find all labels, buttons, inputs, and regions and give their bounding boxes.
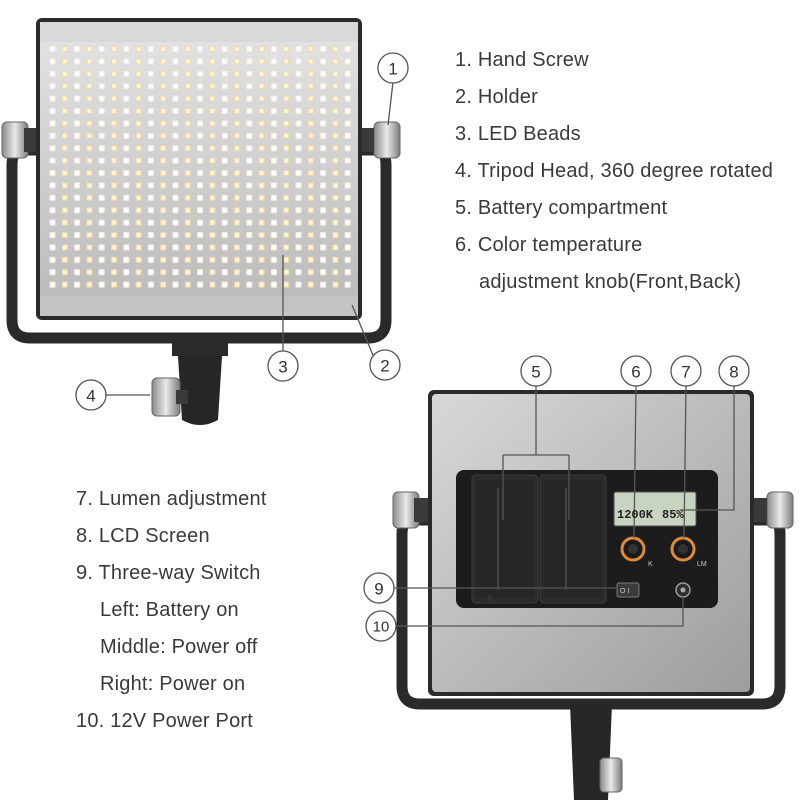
callout-10: 10 xyxy=(373,619,390,636)
legend-color-temp-cont: adjustment knob(Front,Back) xyxy=(479,271,742,293)
callout-7: 7 xyxy=(681,363,690,382)
legend-lcd-screen: 8. LCD Screen xyxy=(76,525,210,547)
callout-1: 1 xyxy=(388,60,397,79)
legend-switch-left: Left: Battery on xyxy=(100,599,239,621)
callout-3: 3 xyxy=(278,358,287,377)
legend-switch-middle: Middle: Power off xyxy=(100,636,258,658)
hand-screw-right xyxy=(373,121,401,159)
legend-power-port: 10. 12V Power Port xyxy=(76,710,254,732)
legend-hand-screw: 1. Hand Screw xyxy=(455,49,589,71)
hand-screw-back-right xyxy=(766,491,794,529)
callout-2: 2 xyxy=(380,357,389,376)
legend-tripod-head: 4. Tripod Head, 360 degree rotated xyxy=(455,160,774,182)
callout-8: 8 xyxy=(729,363,738,382)
switch-label: O I xyxy=(620,588,629,595)
callout-6: 6 xyxy=(631,363,640,382)
leader-lines xyxy=(106,81,735,627)
tripod-knob-front xyxy=(151,377,181,417)
tripod-mount-front xyxy=(172,338,228,356)
three-way-switch xyxy=(616,582,640,598)
lcd-color-temp-readout: 1200K xyxy=(617,508,654,522)
legend-lumen-adjustment: 7. Lumen adjustment xyxy=(76,488,267,510)
lcd-lumen-readout: 85% xyxy=(662,508,684,522)
legend-battery-compartment: 5. Battery compartment xyxy=(455,197,668,219)
legend-three-way-switch: 9. Three-way Switch xyxy=(76,562,261,584)
knob-label-k: K xyxy=(648,561,653,568)
knob-label-lm: LM xyxy=(697,561,707,568)
callout-9: 9 xyxy=(374,580,383,599)
callout-circles xyxy=(75,52,750,642)
callout-4: 4 xyxy=(86,387,95,406)
legend-switch-right: Right: Power on xyxy=(100,673,246,695)
callout-5: 5 xyxy=(531,363,540,382)
legend-led-beads: 3. LED Beads xyxy=(455,123,581,145)
legend-holder: 2. Holder xyxy=(455,86,538,108)
legend-color-temp: 6. Color temperature xyxy=(455,234,643,256)
